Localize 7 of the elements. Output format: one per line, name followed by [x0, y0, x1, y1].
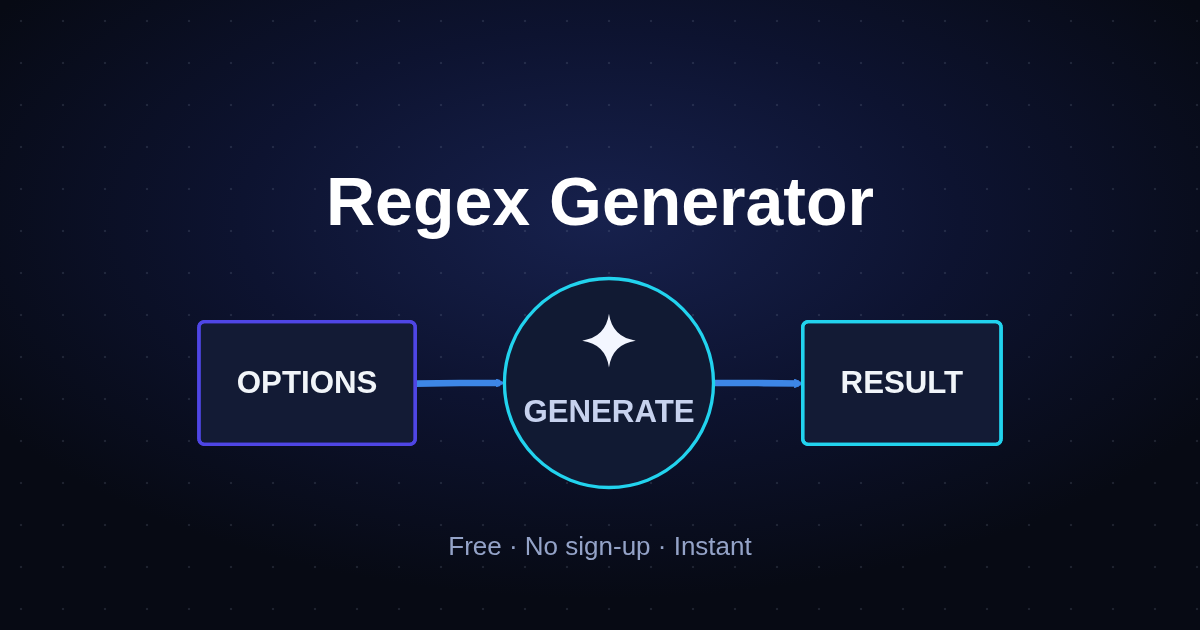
process-box: RESULT	[801, 320, 1003, 446]
caption: Free · No sign-up · Instant	[448, 530, 752, 563]
arrow	[415, 378, 505, 388]
process-circle: GENERATE	[502, 276, 716, 490]
arrow	[713, 378, 804, 389]
process-box: OPTIONS	[197, 320, 417, 446]
title: Regex Generator	[326, 162, 874, 241]
